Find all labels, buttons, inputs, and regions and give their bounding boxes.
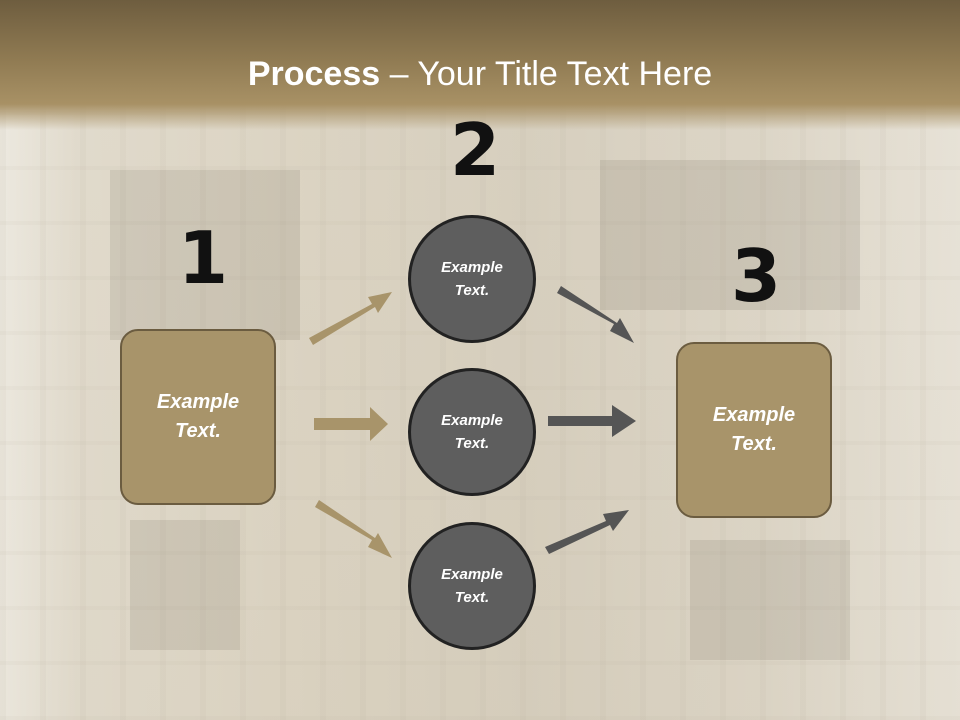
arrow-tan-right-icon bbox=[314, 407, 388, 441]
background-window-shade bbox=[600, 160, 860, 310]
background-window-shade bbox=[110, 170, 300, 340]
arrow-tan-down-icon bbox=[315, 500, 392, 558]
step-number-2: 2 bbox=[450, 108, 501, 192]
circle-middle[interactable]: Example Text. bbox=[408, 368, 536, 496]
step-number-3: 3 bbox=[731, 234, 782, 318]
step-number-1: 1 bbox=[178, 216, 229, 300]
background-window-shade bbox=[690, 540, 850, 660]
arrow-gray-right-icon bbox=[548, 405, 636, 437]
left-process-box[interactable]: Example Text. bbox=[120, 329, 276, 505]
circle-bottom[interactable]: Example Text. bbox=[408, 522, 536, 650]
slide-title-rest: – Your Title Text Here bbox=[380, 55, 713, 93]
title-header-band bbox=[0, 0, 960, 130]
right-process-box[interactable]: Example Text. bbox=[676, 342, 832, 518]
arrow-gray-down-icon bbox=[557, 286, 634, 343]
slide-title-bold: Process bbox=[247, 55, 381, 93]
background-window-shade bbox=[130, 520, 240, 650]
arrow-tan-up-icon bbox=[309, 292, 392, 345]
circle-top[interactable]: Example Text. bbox=[408, 215, 536, 343]
arrow-gray-up-icon bbox=[545, 510, 629, 554]
slide-title[interactable]: Process – Your Title Text Here bbox=[0, 52, 960, 96]
